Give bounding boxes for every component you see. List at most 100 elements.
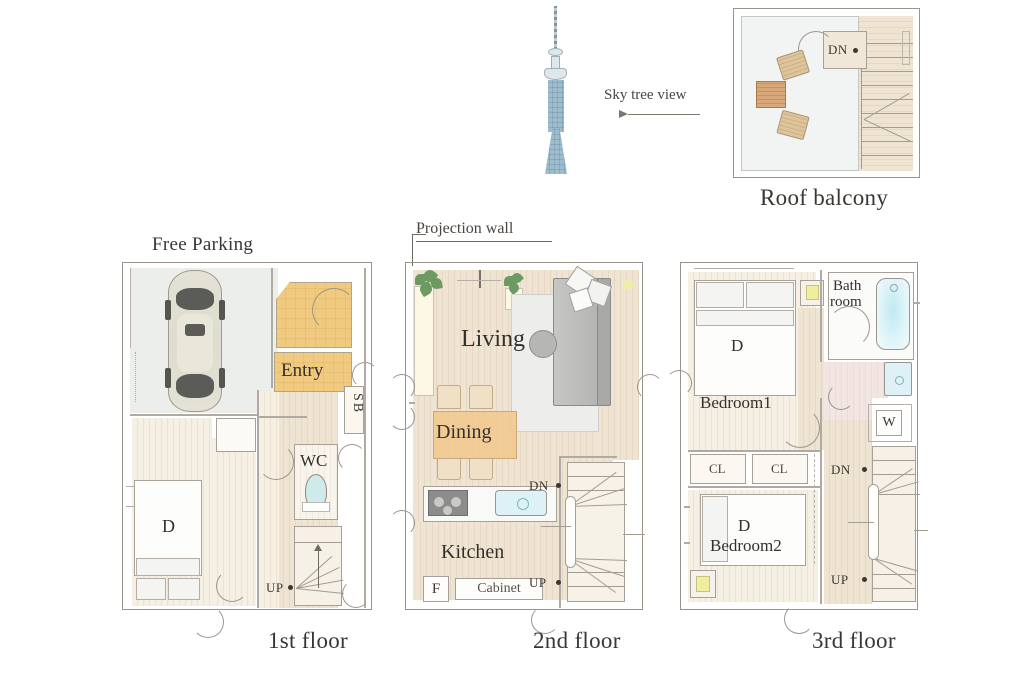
2f-up-label: UP xyxy=(529,575,547,590)
2f-kitchen-door xyxy=(389,510,415,536)
1f-window-left xyxy=(126,486,134,487)
tower-lower-deck xyxy=(544,68,567,80)
3f-step xyxy=(872,460,916,461)
1f-closet-upper xyxy=(216,418,256,452)
sky-tree-view-label: Sky tree view xyxy=(604,87,687,103)
third-floor-title: 3rd floor xyxy=(812,628,896,653)
closet-1-label: CL xyxy=(709,461,726,476)
bedroom1-entry-door xyxy=(666,370,692,396)
bed-1f-pillow xyxy=(136,558,200,576)
2f-bottom-door xyxy=(531,606,559,634)
3f-dn-label: DN xyxy=(831,462,851,477)
roof-door-swing xyxy=(798,31,834,67)
1f-up-arrow-shaft xyxy=(318,546,320,588)
2f-balcony-door-left2 xyxy=(389,404,415,430)
3f-step-fan xyxy=(874,494,920,495)
roof-step xyxy=(867,43,913,44)
first-floor-plan: Entry SB WC UP xyxy=(116,258,382,638)
tower-mast xyxy=(554,6,557,50)
1f-wall-vertical2 xyxy=(257,390,259,608)
2f-wall-stairs xyxy=(559,456,561,608)
3f-step xyxy=(872,474,916,475)
2f-landing-line2 xyxy=(623,534,645,535)
car-tire xyxy=(165,300,171,320)
sky-tree-arrow-head xyxy=(619,110,628,118)
closet-2-label: CL xyxy=(771,461,788,476)
roof-step xyxy=(861,113,913,114)
dining-chair xyxy=(469,458,493,480)
stove-burner xyxy=(434,497,444,507)
entry-room xyxy=(274,352,352,392)
plant-left xyxy=(411,267,447,298)
shoe-box xyxy=(344,386,364,434)
1f-up-dot xyxy=(288,585,293,590)
roof-dn-dot xyxy=(853,48,858,53)
3f-window-left xyxy=(684,506,690,508)
2f-stair-handrail xyxy=(565,496,576,568)
2f-outline xyxy=(405,262,643,610)
dining-chair xyxy=(469,385,493,409)
2f-left-window xyxy=(409,402,415,404)
bed1-duvet-top xyxy=(696,310,794,326)
washing-machine-label: W xyxy=(882,415,896,430)
2f-right-door xyxy=(637,374,663,400)
roof-stair-rail xyxy=(861,69,862,169)
closet-2 xyxy=(752,454,808,484)
2f-pendant-light xyxy=(623,280,633,290)
bedside-lamp-1 xyxy=(806,285,819,300)
sofa-back xyxy=(597,278,611,406)
bed1-pillow-right xyxy=(746,282,794,308)
2f-dn-label: DN xyxy=(529,478,549,493)
entry-label: Entry xyxy=(281,360,324,381)
3f-window-left2 xyxy=(684,542,690,544)
roof-step xyxy=(861,155,913,156)
bedside-lamp-2 xyxy=(696,576,710,592)
living-label: Living xyxy=(461,326,525,352)
roof-step xyxy=(861,141,913,142)
bed-1f-footboard2 xyxy=(168,578,200,600)
outdoor-table xyxy=(756,81,786,108)
second-floor-title: 2nd floor xyxy=(533,628,621,653)
1f-up-label: UP xyxy=(266,580,284,595)
tower-upper-deck xyxy=(548,48,563,56)
refrigerator-label: F xyxy=(431,580,441,597)
bedroom2-label: Bedroom2 xyxy=(710,536,782,555)
toilet-tank xyxy=(302,502,330,512)
roof-balcony-plan: DN xyxy=(733,8,920,178)
tokyo-skytree-tower xyxy=(536,6,576,176)
cabinet: Cabinet xyxy=(455,578,543,600)
2f-dn-dot xyxy=(556,483,561,488)
leaf xyxy=(504,276,514,286)
3f-hallway-floor xyxy=(824,398,872,604)
3f-hall-door xyxy=(828,384,854,410)
1f-wall-horizontal2 xyxy=(130,414,258,416)
car-roof xyxy=(177,314,213,372)
3f-step xyxy=(872,574,916,575)
closet-1 xyxy=(690,454,746,484)
first-floor-title: 1st floor xyxy=(268,628,348,653)
car-tire xyxy=(219,300,225,320)
roof-step xyxy=(861,99,913,100)
projection-wall-surface xyxy=(479,270,481,288)
3f-wall-v2 xyxy=(820,398,822,604)
bed2-d-label: D xyxy=(738,516,751,535)
projection-wall-label: Projection wall xyxy=(416,220,514,237)
coffee-table xyxy=(529,330,557,358)
3f-landing-line xyxy=(848,522,874,523)
projection-wall-underline xyxy=(416,241,552,242)
bed1-d-label: D xyxy=(731,336,744,355)
cabinet-label: Cabinet xyxy=(477,581,521,596)
1f-wall-right xyxy=(364,268,366,608)
1f-step xyxy=(294,542,342,543)
3f-landing-line2 xyxy=(914,530,928,531)
2f-wall-kitchen xyxy=(561,456,617,458)
car-tire xyxy=(165,368,171,388)
washing-machine: W xyxy=(876,410,902,436)
kitchen-label: Kitchen xyxy=(441,541,505,563)
stove-burner xyxy=(443,506,452,515)
bedroom1-label: Bedroom1 xyxy=(700,393,772,412)
wc-label: WC xyxy=(300,451,328,470)
3f-wall-v1 xyxy=(820,270,822,362)
2f-step xyxy=(567,490,625,491)
